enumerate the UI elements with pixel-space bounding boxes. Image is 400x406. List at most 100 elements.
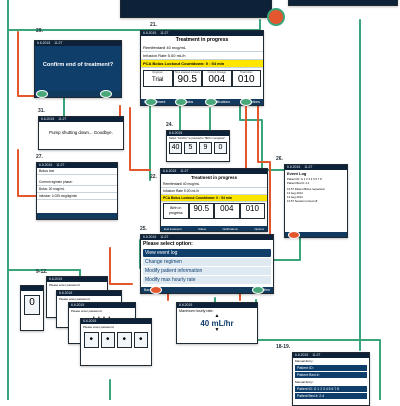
options-button[interactable]: Options [254,226,264,231]
back-knob[interactable] [288,231,300,239]
confirm-transition-screen: 6.6.2015 Select "Confirm" to proceed to … [166,130,230,162]
patient-bed-value-field[interactable]: Patient Bed #: 2.4 [295,393,367,399]
digit-box: 0 [214,142,227,154]
step-number: 25. [140,226,147,232]
lockout-countdown: PCA Bolus Lockout Countdown: 0 : 54 min [141,60,263,68]
options-button[interactable]: Options [248,100,260,104]
status-bar: 6.6.2015 [167,131,229,136]
pin-box: • [84,332,99,348]
regimen-line: Infusion: 0.025 mcg/kg/min [37,193,117,200]
step-number: 27. [36,154,43,160]
event-line: 13 Aug 2014 [287,191,303,195]
end-treatment-button[interactable]: End treatment [164,226,182,231]
chevron-down-icon[interactable]: ▼ [214,327,220,333]
event-line: Patient Bed #: 2.4 [287,181,310,185]
password-title: Please enter password [83,325,114,329]
status-button[interactable]: Status [183,100,194,104]
menu-item-event-log[interactable]: View event log [143,249,271,257]
patient-bed-field[interactable]: Patient Bed #: [295,372,367,378]
regimen-box: Birth in progress [163,203,189,219]
digit-box: 9 [199,142,212,154]
pin-box: • [100,332,115,348]
password-screen-4: 6.6.2015 Please enter password • • • • [80,318,152,366]
patient-id-value-field[interactable]: Patient ID: G 1 2 3 4 5 6 7 8 [295,386,367,392]
chevron-up-icon[interactable]: ▲ [214,313,220,319]
confirm-button[interactable]: Confirm [258,288,270,292]
menu-item-label: Change regimen [145,259,182,265]
patient-id-field[interactable]: Patient ID: [295,365,367,371]
pin-box: • [133,332,148,348]
screen-footer [35,91,121,97]
notifications-button[interactable]: Notifications [211,100,230,104]
menu-item-modify-rate[interactable]: Modify max hourly rate [143,276,271,284]
event-log-title: Event Log [287,171,307,176]
no-button[interactable] [36,90,48,98]
elapsed-box: 90.5 [188,203,214,219]
options-knob[interactable] [240,98,252,106]
screen-footer [285,232,347,237]
confirm-end-message: Confirm end of treatment? [35,46,121,97]
notifications-button[interactable]: Notifications [222,226,238,231]
back-button[interactable]: Back [144,288,152,292]
rate-title: Maximum hourly rate: [179,309,214,313]
rate-row: Infusion Rate 5.00 mL/h [161,188,267,195]
lockout-countdown: PCA Bolus Lockout Countdown: 0 : 54 min [161,195,267,202]
bolus-bar-title: Bolus bar [37,168,117,175]
screen-title: Treatment in progress [175,37,229,43]
step-number: 24. [166,122,173,128]
end-treatment-knob[interactable] [145,98,157,106]
top-header-screen [120,0,272,18]
status-knob[interactable] [175,98,187,106]
manual-entry-sub: Manual Entry: [295,380,314,384]
status-button[interactable]: Status [198,226,207,231]
step-number: 29. [36,28,43,34]
rate-row: Infusion Rate 5.00 mL/h [141,52,263,60]
event-line: 13.57 Session turned off [287,199,318,203]
password-title: Please enter password [71,309,102,313]
notifications-knob[interactable] [205,98,217,106]
step-number: 18-19. [276,344,291,350]
status-bar: 6.6.2015 [69,303,135,308]
top-right-screen [288,0,398,6]
menu-item-modify-patient[interactable]: Modify patient information [143,267,271,275]
regimen-line: Bolus: 20 mcg/mL [37,186,117,193]
step-number: 21. [150,22,157,28]
pin-box: • [117,332,132,348]
step-number: 26. [276,156,283,162]
menu-item-label: Modify max hourly rate [145,277,196,283]
transition-subtitle: Select "Confirm" to proceed to "Birth in… [169,137,226,140]
menu-item-change-regimen[interactable]: Change regimen [143,258,271,266]
screen-footer: Back Confirm [141,287,273,293]
back-knob[interactable] [150,286,162,294]
step-number: 31. [38,108,45,114]
confirm-knob[interactable] [252,286,264,294]
event-line: 13.57 Patient Bolus requested [287,187,325,191]
green-connector [239,103,263,161]
pin-row: • • • • [81,330,151,350]
digit-box: 5 [184,142,197,154]
screen-footer: End treatment Status Notifications Optio… [161,226,267,231]
orange-connector [109,247,133,285]
screen-title: Treatment in progress [190,175,238,180]
shutdown-message: Pump shutting down... Goodbye. [49,130,113,135]
orange-connector [129,107,151,171]
drug-row: Remifentanil 40 mcg/mL [141,44,263,52]
yes-button[interactable] [100,90,112,98]
